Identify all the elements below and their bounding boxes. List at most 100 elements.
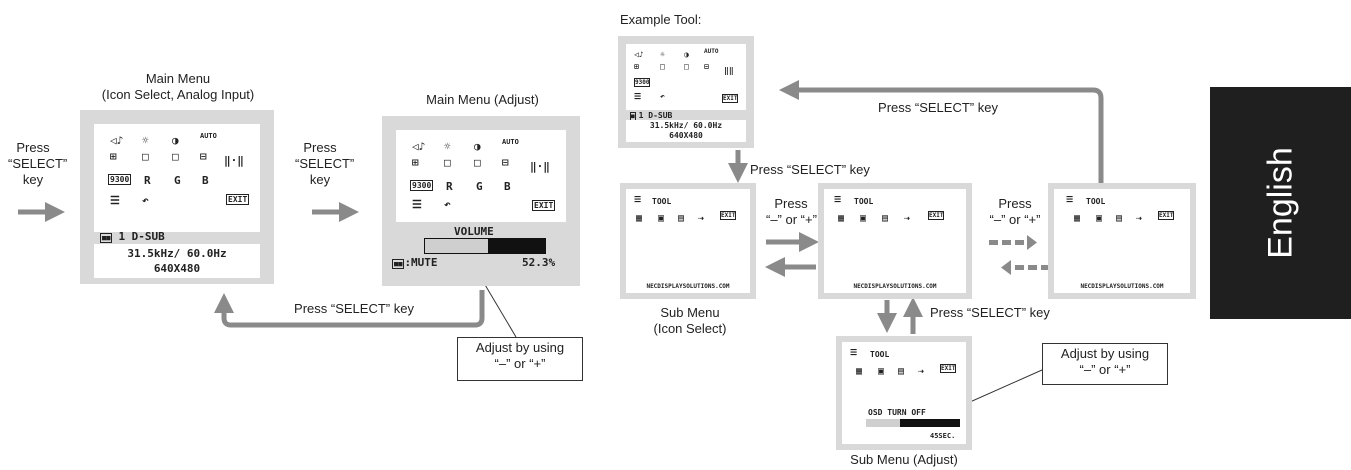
sub-exit-icon: EXIT [1158,211,1175,220]
sub-exit-icon: EXIT [928,211,945,220]
green-label: G [476,180,483,193]
osd-turn-off-slider[interactable] [866,419,960,427]
contrast-icon: ◑ [684,50,689,59]
osd-turn-off-icon: ▤ [882,213,889,224]
exit-icon: EXIT [226,194,250,205]
mute-label: ■■:MUTE [392,256,438,269]
auto-adjust-icon: ⊞ [634,62,639,71]
mute-icon: ■■ [392,259,405,269]
language-tab: English [1210,87,1351,319]
brightness-icon: ☼ [142,134,149,147]
osd-position-icon: ▣ [1096,213,1103,224]
main-menu-title: Main Menu(Icon Select, Analog Input) [101,71,255,102]
color-icon: 9300 [634,78,651,87]
language-icon: ▦ [856,366,863,377]
sub-adjust-face: ☰ TOOL ▦ ▣ ▤ ⇢ EXIT OSD TURN OFF 45SEC. [842,342,966,444]
press-select-down-label: Press “SELECT” key [750,162,870,177]
osd-turn-off-icon: ▤ [898,366,905,377]
sub-exit-icon: EXIT [720,211,737,220]
osd-seconds-value: 45SEC. [930,432,956,440]
press-minus-plus-label-2: Press“–” or “+” [989,196,1041,227]
fine-icon: ‖·‖ [530,160,550,173]
adjust-callout-left: Adjust by using“–” or “+” [457,337,583,381]
sub-menu-icon-select-title: Sub Menu(Icon Select) [653,305,727,336]
h-size-icon: ⊟ [200,150,207,163]
contrast-icon: ◑ [474,140,481,153]
blue-label: B [504,180,511,193]
tool-icon: ☰ [1066,195,1074,204]
sub-menu-screen-1: ☰ TOOL ▦ ▣ ▤ ⇢ EXIT NECDISPLAYSOLUTIONS.… [620,183,756,299]
auto-icon: AUTO [502,138,519,146]
url-text: NECDISPLAYSOLUTIONS.COM [646,283,730,290]
fine-icon: ‖‖ [724,66,734,75]
osd-position-icon: ▣ [658,213,665,224]
tool-icon: ☰ [634,195,642,204]
down-up-icon: □ [684,62,689,71]
osd-turn-off-title: OSD TURN OFF [868,408,926,417]
sub-menu-screen-2: ☰ TOOL ▦ ▣ ▤ ⇢ EXIT NECDISPLAYSOLUTIONS.… [818,183,972,299]
main-menu-adjust-screen: ◁♪ ☼ ◑ AUTO ⊞ □ □ ⊟ ‖·‖ 9300 R G B ☰ ↶ E… [382,116,580,286]
tool-label: TOOL [854,197,874,206]
contrast-icon: ◑ [172,134,179,147]
tool-label: TOOL [870,350,890,359]
color-icon: 9300 [108,174,132,185]
resolution-readout: 640X480 [153,262,201,275]
press-select-top-label: Press “SELECT” key [878,100,998,115]
exit-icon: EXIT [532,200,556,211]
volume-value: 52.3% [522,256,556,269]
example-tool-label: Example Tool: [620,12,702,27]
example-input-line: ■1 D-SUB [630,111,673,121]
arrow-right-to-example [778,80,1104,183]
sub-menu-adjust-title: Sub Menu (Adjust) [850,452,958,467]
down-up-icon: □ [172,150,179,163]
tool-icon: ☰ [110,194,120,207]
url-text: NECDISPLAYSOLUTIONS.COM [853,283,937,290]
reset-icon: ↶ [142,194,149,207]
left-right-icon: □ [142,150,149,163]
press-select-label-1: Press“SELECT”key [8,140,68,187]
fine-icon: ‖·‖ [224,154,244,167]
osd-lock-icon: ⇢ [698,213,705,224]
language-icon: ▦ [838,213,845,224]
tool-icon: ☰ [634,92,642,101]
auto-icon: AUTO [200,132,217,140]
tool-label: TOOL [1086,197,1106,206]
example-frequency: 31.5kHz/ 60.0Hz [649,121,723,130]
example-main-menu-screen: ◁♪ ☼ ◑ AUTO ⊞ □ □ ⊟ ‖‖ 9300 ☰ ↶ EXIT ■1 … [618,36,754,148]
sub-menu-adjust-screen: ☰ TOOL ▦ ▣ ▤ ⇢ EXIT OSD TURN OFF 45SEC. [836,336,972,450]
arrow-adjust-to-main [214,290,485,328]
tool-label: TOOL [652,197,672,206]
url-text: NECDISPLAYSOLUTIONS.COM [1080,283,1164,290]
green-label: G [174,174,181,187]
red-label: R [446,180,453,193]
tool-icon: ☰ [412,198,422,211]
example-resolution: 640X480 [669,131,703,140]
volume-icon: ◁♪ [110,134,124,147]
language-icon: ▦ [636,213,643,224]
brightness-icon: ☼ [660,50,665,59]
auto-adjust-icon: ⊞ [412,156,419,169]
left-right-icon: □ [660,62,665,71]
sub-menu-face-2: ☰ TOOL ▦ ▣ ▤ ⇢ EXIT NECDISPLAYSOLUTIONS.… [824,189,966,293]
example-icon-area: ◁♪ ☼ ◑ AUTO ⊞ □ □ ⊟ ‖‖ 9300 ☰ ↶ EXIT [626,44,746,110]
volume-slider[interactable] [424,238,546,254]
main-menu-screen: ◁♪ ☼ ◑ AUTO ⊞ □ □ ⊟ ‖·‖ 9300 R G B ☰ ↶ E… [80,110,274,284]
tool-icon: ☰ [850,348,858,357]
volume-icon: ◁♪ [412,140,426,153]
h-size-icon: ⊟ [704,62,709,71]
osd-lock-icon: ⇢ [918,366,925,377]
brightness-icon: ☼ [444,140,451,153]
language-icon: ▦ [1074,213,1081,224]
h-size-icon: ⊟ [502,156,509,169]
press-select-bottom-label: Press “SELECT” key [930,305,1050,320]
color-icon: 9300 [410,180,434,191]
osd-lock-icon: ⇢ [904,213,911,224]
adjust-icon-area: ◁♪ ☼ ◑ AUTO ⊞ □ □ ⊟ ‖·‖ 9300 R G B ☰ ↶ E… [396,130,566,222]
press-select-label-2: Press“SELECT”key [295,140,355,187]
osd-lock-icon: ⇢ [1136,213,1143,224]
red-label: R [144,174,151,187]
input-icon: ■■ [100,233,113,243]
sub-menu-screen-3: ☰ TOOL ▦ ▣ ▤ ⇢ EXIT NECDISPLAYSOLUTIONS.… [1048,183,1196,299]
